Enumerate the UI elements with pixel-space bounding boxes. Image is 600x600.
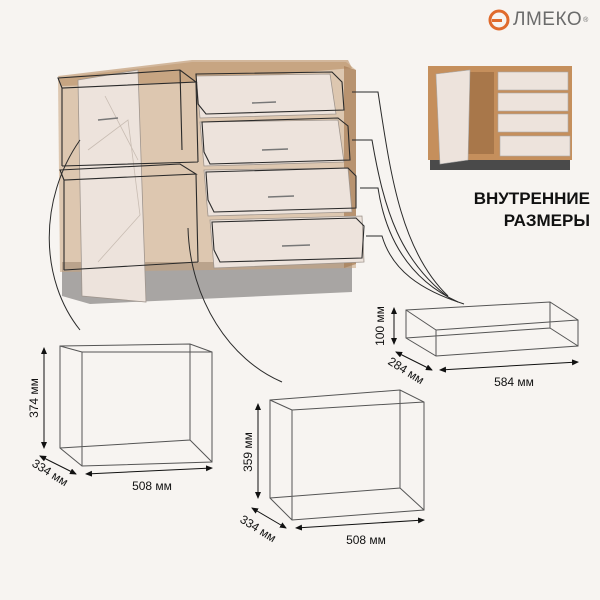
brand-name: ЛМЕКО	[513, 9, 583, 30]
drawer-handle	[281, 244, 311, 247]
drawer-fronts	[195, 73, 365, 269]
heading-line-1: ВНУТРЕННИЕ	[473, 189, 590, 208]
thumbnail-plinth	[430, 158, 570, 170]
brand-logo: ЛМЕКО ®	[488, 8, 592, 32]
drawer-front	[209, 215, 365, 269]
left-height-label: 374 мм	[27, 378, 41, 418]
middle-width-label: 508 мм	[346, 533, 386, 547]
thumbnail-drawer	[499, 135, 571, 157]
middle-height-label: 359 мм	[241, 432, 255, 472]
drawer-handle	[261, 148, 289, 151]
door-decor-lines	[87, 95, 141, 263]
thumbnail-door	[435, 69, 471, 165]
dimension-box-left: 374 мм 334 мм 508 мм	[27, 343, 213, 493]
left-width-label: 508 мм	[132, 479, 172, 493]
drawer-handle	[251, 101, 277, 104]
thumbnail-drawer	[497, 113, 569, 133]
dimension-box-middle: 359 мм 334 мм 508 мм	[238, 389, 425, 547]
drawer-depth-label: 284 мм	[386, 354, 427, 387]
drawer-handle	[267, 195, 295, 198]
dimension-box-drawer: 100 мм 284 мм 584 мм	[373, 301, 579, 389]
middle-depth-label: 334 мм	[238, 512, 279, 545]
drawer-width-label: 584 мм	[494, 375, 534, 389]
thumbnail-drawer	[497, 92, 569, 112]
drawer-front	[203, 167, 353, 217]
brand-logo-mark	[488, 9, 510, 31]
door-handle	[97, 117, 119, 121]
inner-dimensions-heading: ВНУТРЕННИЕ РАЗМЕРЫ	[462, 188, 590, 232]
thumbnail-drawer	[497, 71, 569, 91]
thumbnail-cabinet	[428, 66, 572, 170]
heading-line-2: РАЗМЕРЫ	[503, 211, 590, 230]
thumbnail-inner	[468, 72, 494, 154]
main-cabinet	[57, 60, 365, 304]
drawer-front	[195, 73, 337, 119]
compartment-wireframes	[57, 69, 365, 271]
drawer-front	[199, 119, 345, 167]
connector-lines	[48, 91, 465, 383]
drawer-height-label: 100 мм	[373, 306, 387, 346]
brand-registered-mark: ®	[583, 16, 589, 24]
